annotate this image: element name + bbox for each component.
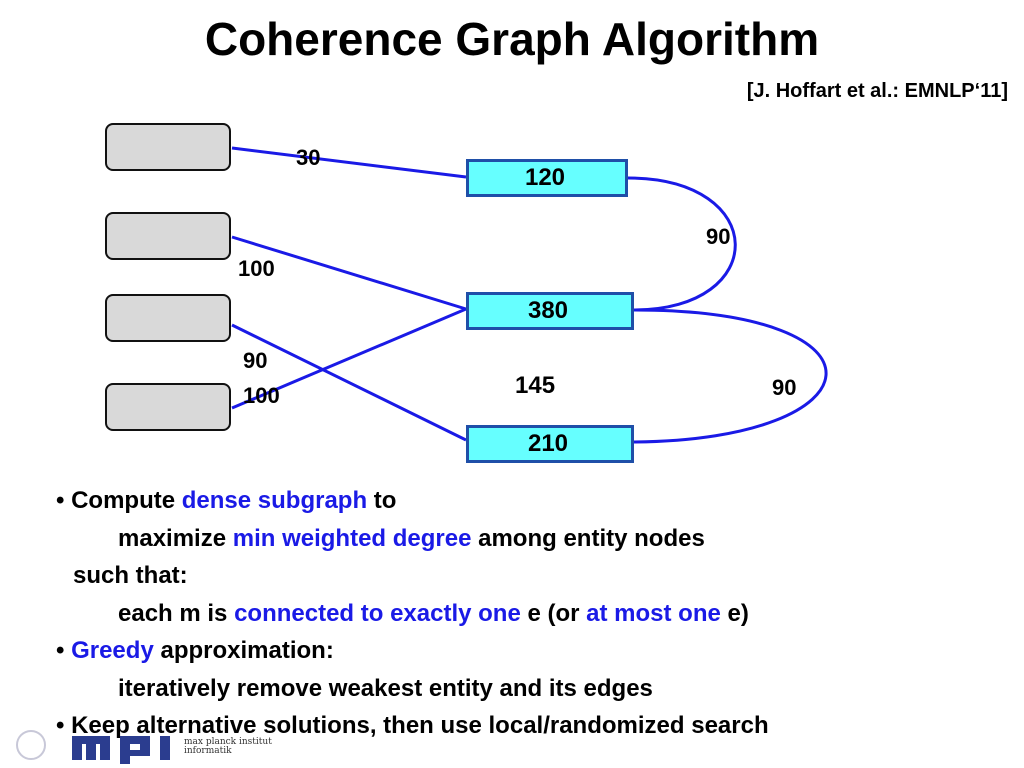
entity-node-3-weight: 210	[527, 430, 569, 457]
entity-node-1-weight: 120	[524, 164, 566, 191]
edge-e2-e3-arc	[633, 308, 828, 444]
bullet-3: • Keep alternative solutions, then use l…	[56, 712, 769, 739]
bullet-1-line-3: such that:	[73, 562, 188, 589]
edge-weight-e2-e3: 145	[515, 372, 556, 399]
highlight-at-most-one: at most one	[586, 599, 721, 627]
logo-mark-icon	[72, 736, 170, 764]
bullet-2: • Greedy approximation:	[56, 637, 334, 664]
edge-weight-m3-e3: 90	[243, 348, 268, 373]
mention-node-1	[105, 123, 231, 171]
mention-node-3	[105, 294, 231, 342]
mention-node-4	[105, 383, 231, 431]
highlight-dense-subgraph: dense subgraph	[181, 487, 368, 514]
edge-weight-m1-e1: 30	[296, 145, 321, 170]
entity-node-2-weight: 380	[527, 297, 569, 324]
bullet-1-line-4: each m is connected to exactly one e (or…	[118, 599, 749, 627]
entity-node-3: 210	[466, 425, 634, 463]
highlight-min-weighted-degree: min weighted degree	[232, 524, 472, 552]
entity-node-1: 120	[466, 159, 628, 197]
bullet-1: • Compute dense subgraph to	[56, 487, 397, 514]
citation: [J. Hoffart et al.: EMNLP‘11]	[746, 80, 1008, 102]
bullet-2-line-2: iteratively remove weakest entity and it…	[118, 674, 653, 702]
edge-weight-m4-e2: 100	[243, 383, 280, 408]
logo-text: max planck institut informatik	[184, 737, 272, 756]
edge-weight-e1-e2: 90	[706, 224, 731, 249]
logo-seal-icon	[16, 730, 46, 760]
edge-weight-e2-e3-arc: 90	[772, 375, 797, 400]
edge-m1-e1	[231, 146, 467, 179]
edge-e1-e2	[627, 176, 737, 312]
bullet-1-line-2: maximize min weighted degree among entit…	[118, 524, 705, 552]
edge-m4-e2	[231, 307, 467, 410]
mention-node-2	[105, 212, 231, 260]
bullet-list: • Compute dense subgraph to maximize min…	[56, 482, 769, 745]
entity-node-2: 380	[466, 292, 634, 330]
mpi-logo: max planck institut informatik	[16, 726, 286, 764]
slide-title: Coherence Graph Algorithm	[204, 13, 820, 65]
highlight-connected-exactly-one: connected to exactly one	[234, 599, 521, 627]
edge-m2-e2	[231, 235, 467, 311]
highlight-greedy: Greedy	[71, 637, 154, 664]
edge-m3-e3	[231, 323, 467, 442]
edge-weight-m2-e2: 100	[238, 256, 275, 281]
